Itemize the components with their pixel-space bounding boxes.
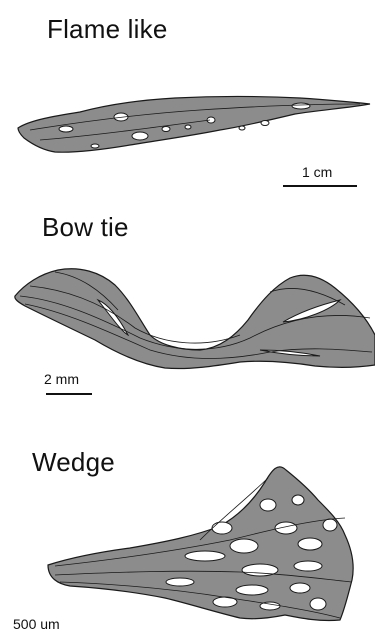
- wedge-scale-label: 500 um: [13, 617, 60, 631]
